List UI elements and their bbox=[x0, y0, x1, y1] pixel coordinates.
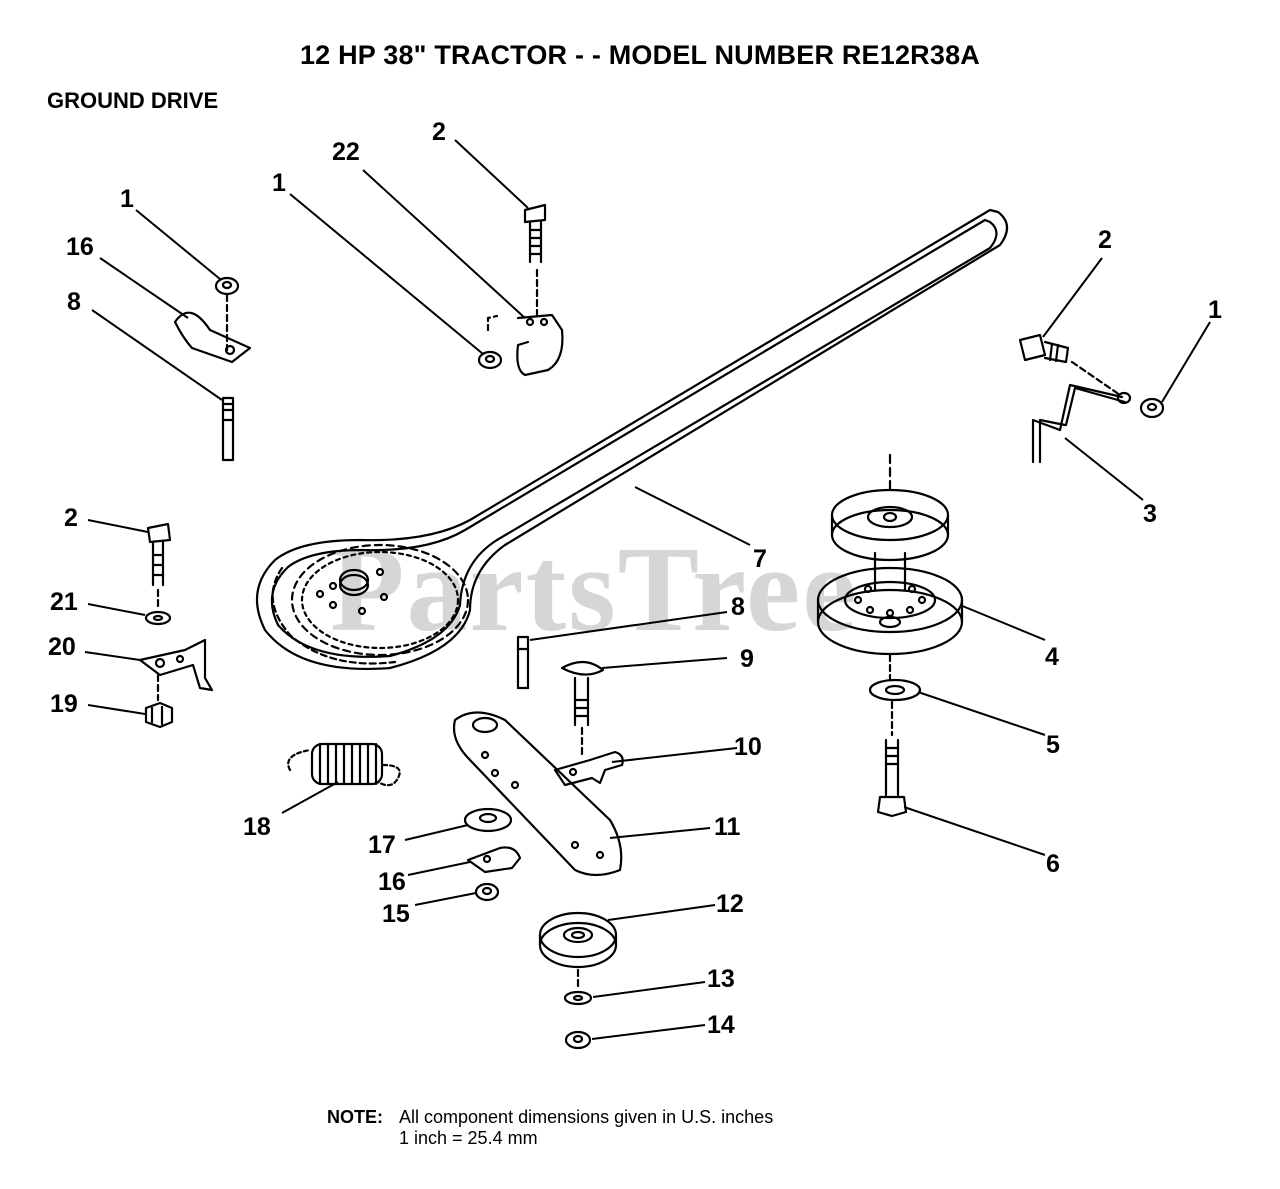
extension-spring-18[interactable] bbox=[287, 742, 401, 787]
drive-pulley[interactable] bbox=[290, 543, 470, 657]
callout-14-nut: 14 bbox=[707, 1011, 735, 1039]
shoulder-bolt-2b[interactable] bbox=[1018, 333, 1070, 364]
hex-bolt-6[interactable] bbox=[876, 738, 908, 818]
callout-1-nut-left: 1 bbox=[120, 185, 134, 213]
carriage-bolt-9[interactable] bbox=[560, 660, 605, 727]
lock-washer-5[interactable] bbox=[868, 678, 922, 702]
callout-6-hex-bolt: 6 bbox=[1046, 850, 1060, 878]
washer-21[interactable] bbox=[144, 610, 172, 626]
belt-guide-clip-16b[interactable] bbox=[466, 846, 522, 874]
callout-19-nut: 19 bbox=[50, 690, 78, 718]
idler-arm-11[interactable] bbox=[452, 711, 623, 877]
callout-16-clip-center: 16 bbox=[378, 868, 406, 896]
note-line-1: All component dimensions given in U.S. i… bbox=[399, 1107, 774, 1127]
double-pulley-4[interactable] bbox=[816, 453, 964, 656]
callout-8-bolt-left: 8 bbox=[67, 288, 81, 316]
callout-11-idler-arm: 11 bbox=[714, 813, 741, 841]
callout-20-bracket: 20 bbox=[48, 633, 76, 661]
note-label: NOTE: bbox=[327, 1107, 383, 1127]
callout-7-belt: 7 bbox=[753, 545, 767, 573]
dimension-note: NOTE: All component dimensions given in U… bbox=[327, 1107, 773, 1149]
callout-5-lock-washer: 5 bbox=[1046, 731, 1060, 759]
hex-nut-14[interactable] bbox=[564, 1030, 592, 1050]
callout-15-nut: 15 bbox=[382, 900, 410, 928]
callout-1-nut-right: 1 bbox=[1208, 296, 1222, 324]
brake-rod-3[interactable] bbox=[1031, 383, 1132, 464]
section-subtitle: GROUND DRIVE bbox=[47, 88, 219, 113]
hex-nut-15[interactable] bbox=[474, 882, 500, 902]
bolt-8b[interactable] bbox=[516, 635, 530, 690]
idler-bracket-20[interactable] bbox=[138, 638, 214, 692]
hex-nut-19[interactable] bbox=[144, 701, 174, 729]
idler-pulley-12[interactable] bbox=[538, 911, 618, 969]
bolt-8a[interactable] bbox=[221, 396, 235, 462]
note-line-2: 1 inch = 25.4 mm bbox=[399, 1128, 538, 1148]
callout-1-nut-center: 1 bbox=[272, 169, 286, 197]
drive-belt[interactable] bbox=[255, 208, 1009, 670]
callout-2-bolt-left: 2 bbox=[64, 504, 78, 532]
spring-clip-10[interactable] bbox=[553, 750, 624, 787]
belt-guide-bracket-22[interactable] bbox=[516, 313, 564, 377]
hex-nut-1b[interactable] bbox=[477, 350, 503, 370]
hex-bolt-2c[interactable] bbox=[146, 522, 172, 587]
callout-2-bolt-right: 2 bbox=[1098, 226, 1112, 254]
callout-12-idler-pulley: 12 bbox=[716, 890, 744, 918]
callout-17-washer: 17 bbox=[368, 831, 396, 859]
belt-guide-clip-16a[interactable] bbox=[173, 311, 252, 364]
flat-washer-17[interactable] bbox=[463, 807, 513, 833]
callout-22-bracket: 22 bbox=[332, 138, 360, 166]
callout-4-double-pulley: 4 bbox=[1045, 643, 1059, 671]
bolt-2a[interactable] bbox=[523, 203, 547, 264]
callout-18-spring: 18 bbox=[243, 813, 271, 841]
watermark: PartsTree bbox=[330, 522, 859, 657]
callout-9-carriage-bolt: 9 bbox=[740, 645, 754, 673]
callout-13-washer: 13 bbox=[707, 965, 735, 993]
callout-16-clip-left: 16 bbox=[66, 233, 94, 261]
callout-2-bolt-top: 2 bbox=[432, 118, 446, 146]
callout-21-washer: 21 bbox=[50, 588, 78, 616]
washer-13[interactable] bbox=[563, 990, 593, 1006]
leader-lines bbox=[84, 139, 1211, 1040]
hex-nut-1a[interactable] bbox=[214, 276, 240, 296]
diagram-title: 12 HP 38" TRACTOR - - MODEL NUMBER RE12R… bbox=[299, 40, 981, 70]
hex-nut-1c[interactable] bbox=[1139, 397, 1165, 419]
callout-10-spring-clip: 10 bbox=[734, 733, 762, 761]
callout-8-bolt-center: 8 bbox=[731, 593, 745, 621]
callout-3-brake-rod: 3 bbox=[1143, 500, 1157, 528]
